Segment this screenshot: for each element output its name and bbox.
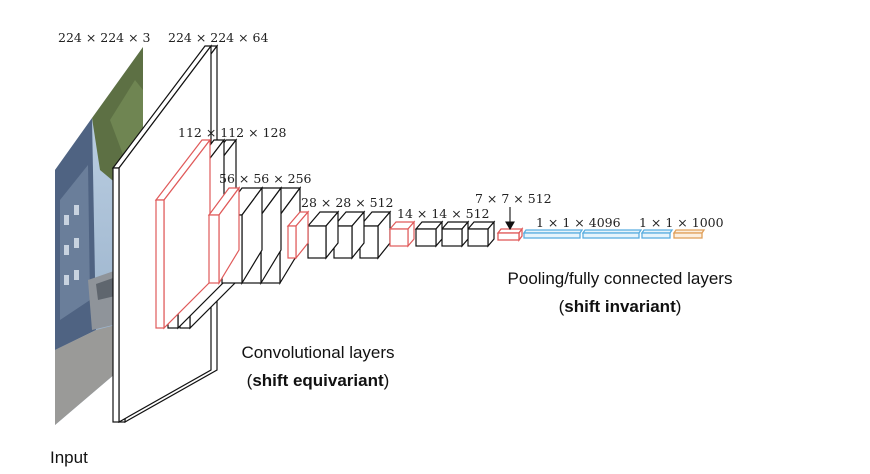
conv-caption-bold: shift equivariant [252, 371, 384, 390]
conv3-block [207, 186, 302, 286]
input-label: Input [50, 448, 88, 467]
conv4-pool-slab [286, 210, 310, 260]
fc1-bar [522, 229, 584, 239]
label-conv4-dims: 28 × 28 × 512 [301, 195, 394, 210]
pool5-arrow [505, 207, 515, 231]
output-bar [672, 229, 706, 239]
label-conv5-dims: 14 × 14 × 512 [397, 206, 490, 221]
label-input-dims: 224 × 224 × 3 [58, 30, 151, 45]
conv5-block [388, 220, 496, 248]
fc-layers [522, 229, 706, 239]
conv3-pool-slab [207, 186, 241, 286]
label-conv1-dims: 224 × 224 × 64 [168, 30, 269, 45]
conv2-pool-slab [154, 138, 212, 330]
label-conv2-dims: 112 × 112 × 128 [178, 125, 286, 140]
pool-caption-line1: Pooling/fully connected layers [508, 269, 733, 288]
label-fc3-dims: 1 × 1 × 1000 [639, 215, 724, 230]
label-conv3-dims: 56 × 56 × 256 [219, 171, 312, 186]
conv5-pool-slab [388, 220, 416, 248]
fc2-bar [581, 229, 643, 239]
pool5-slab [496, 227, 524, 242]
label-pool5-dims: 7 × 7 × 512 [475, 191, 552, 206]
conv4-block [286, 210, 392, 260]
conv4-cube-3 [358, 210, 392, 260]
conv-caption-line1: Convolutional layers [241, 343, 394, 362]
conv5-cube-1 [414, 220, 444, 248]
pool-caption-line2: (shift invariant) [559, 297, 682, 316]
conv4-cube-1 [306, 210, 340, 260]
pool-caption-bold: shift invariant [564, 297, 676, 316]
conv5-cube-3 [466, 220, 496, 248]
conv5-cube-2 [440, 220, 470, 248]
label-fc1-dims: 1 × 1 × 4096 [536, 215, 621, 230]
conv-caption-line2: (shift equivariant) [247, 371, 390, 390]
fc3-bar [640, 229, 674, 239]
